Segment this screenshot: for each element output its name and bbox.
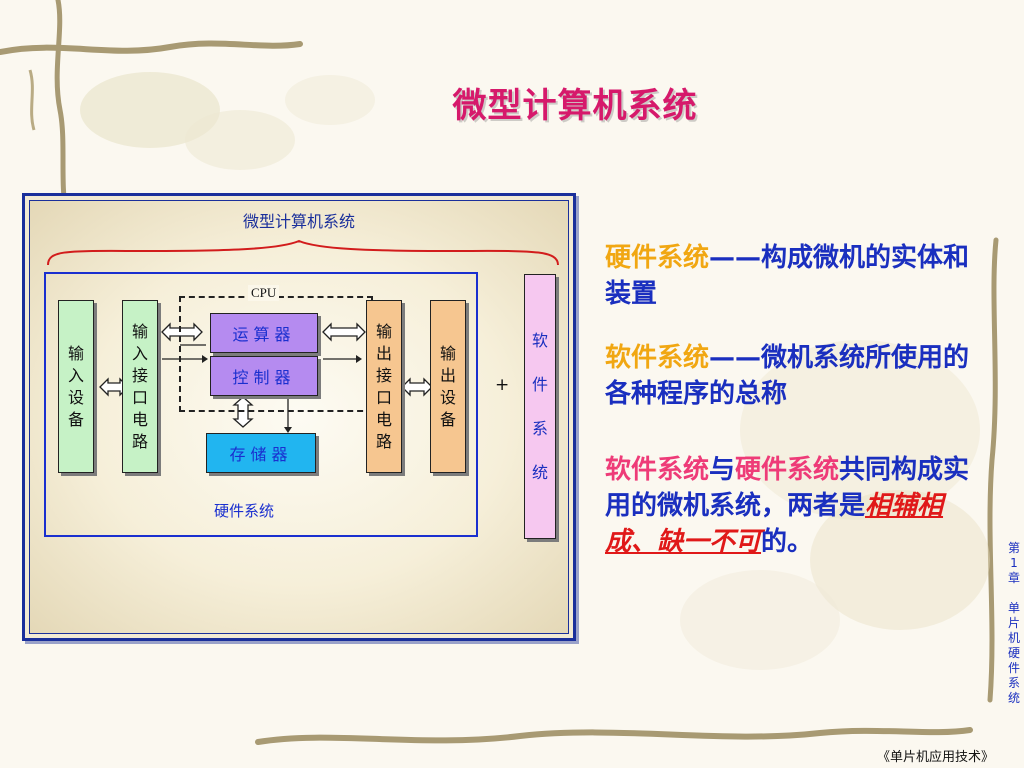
input-interface-box: 输 入 接 口 电 路: [122, 300, 158, 473]
hardware-definition: 硬件系统——构成微机的实体和装置: [605, 240, 990, 312]
char: 片: [1007, 616, 1020, 630]
char: 出: [439, 365, 456, 385]
software-system-box: 软 件 系 统: [524, 274, 556, 539]
char: 接: [375, 365, 392, 385]
char: 机: [1007, 631, 1020, 645]
char: 硬: [1007, 646, 1020, 660]
char: 输: [375, 321, 392, 341]
input-device-box: 输 入 设 备: [58, 300, 94, 473]
char: 第: [1007, 541, 1020, 555]
char: 设: [67, 387, 84, 407]
char: 输: [439, 343, 456, 363]
diagram-title: 微型计算机系统: [242, 212, 355, 231]
controller-box: 控制器: [210, 356, 318, 396]
hardware-system-label: 硬件系统: [214, 502, 275, 520]
char: 入: [67, 365, 84, 385]
relationship-end: 的。: [761, 527, 814, 557]
char: 设: [439, 387, 456, 407]
char: 统: [1007, 691, 1020, 705]
char: 电: [375, 409, 392, 429]
output-interface-box: 输 出 接 口 电 路: [366, 300, 402, 473]
char: 电: [131, 409, 148, 429]
plus-sign: +: [495, 375, 510, 395]
hardware-text: ——构成微机的实体和装置: [605, 243, 970, 309]
memory-box: 存储器: [206, 433, 316, 473]
char: 备: [439, 409, 456, 429]
double-arrow: [161, 322, 203, 342]
char: 系: [531, 418, 548, 438]
relationship-text: 软件系统与硬件系统共同构成实用的微机系统，两者是相辅相成、缺一不可的。: [605, 452, 990, 560]
connector-text: 与: [709, 455, 736, 485]
double-arrow: [232, 396, 254, 428]
software-definition: 软件系统——微机系统所使用的各种程序的总称: [605, 340, 990, 412]
char: 件: [531, 374, 548, 394]
software-keyword: 软件系统: [605, 343, 710, 373]
char: 备: [67, 409, 84, 429]
relationship-body: 共同构成实用的微机系统，两者是: [605, 455, 970, 521]
diagram-connectors: [47, 239, 559, 433]
diagram-panel: 微型计算机系统 硬件系统 CPU 输: [22, 193, 576, 641]
hardware-system-box: [44, 272, 478, 537]
char: 入: [131, 343, 148, 363]
output-device-box: 输 出 设 备: [430, 300, 466, 473]
char: 出: [375, 343, 392, 363]
char: 路: [131, 431, 148, 451]
char: 路: [375, 431, 392, 451]
char: 统: [531, 462, 548, 482]
brace-shape: [47, 239, 559, 266]
char: 口: [375, 387, 392, 407]
slide-title: 微型计算机系统: [452, 86, 698, 126]
char: 输: [131, 321, 148, 341]
char: 系: [1007, 676, 1020, 690]
char: 件: [1007, 661, 1020, 675]
course-footer: 《单片机应用技术》: [876, 750, 994, 765]
software-keyword: 软件系统: [605, 455, 710, 485]
hardware-keyword: 硬件系统: [735, 455, 840, 485]
char: 口: [131, 387, 148, 407]
diagram-canvas: 微型计算机系统 硬件系统 CPU 输: [29, 200, 569, 634]
char: 1: [1010, 556, 1018, 570]
char: 单: [1007, 601, 1020, 615]
char: 软: [531, 330, 548, 350]
char: 章: [1007, 571, 1020, 585]
software-text: ——微机系统所使用的各种程序的总称: [605, 343, 970, 409]
cpu-label: CPU: [248, 285, 280, 301]
emphasis-text: 相辅相成、缺一不可: [605, 491, 944, 557]
double-arrow: [322, 322, 366, 342]
char: 输: [67, 343, 84, 363]
chapter-side-label: 第 1 章 单 片 机 硬 件 系 统: [1007, 541, 1021, 706]
alu-box: 运算器: [210, 313, 318, 353]
hardware-keyword: 硬件系统: [605, 243, 710, 273]
char: 接: [131, 365, 148, 385]
